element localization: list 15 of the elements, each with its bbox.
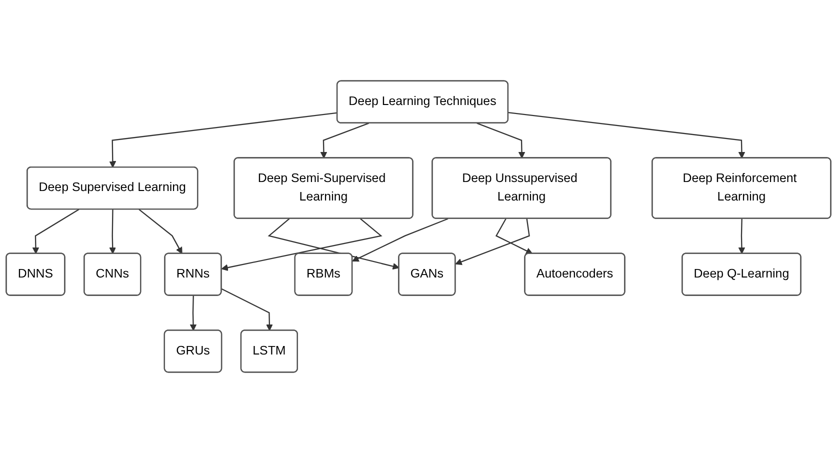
arrow — [320, 122, 370, 158]
arrow — [190, 296, 197, 331]
arrow — [221, 288, 273, 331]
arrow — [109, 112, 338, 168]
arrow — [268, 218, 400, 270]
arrow — [495, 218, 533, 254]
arrow — [109, 209, 116, 254]
arrow — [738, 218, 746, 254]
arrow — [455, 218, 530, 266]
arrow — [476, 122, 526, 158]
arrow — [138, 208, 182, 254]
arrow — [32, 208, 80, 254]
arrow — [352, 218, 448, 262]
arrow — [221, 218, 382, 271]
arrow — [508, 112, 746, 158]
